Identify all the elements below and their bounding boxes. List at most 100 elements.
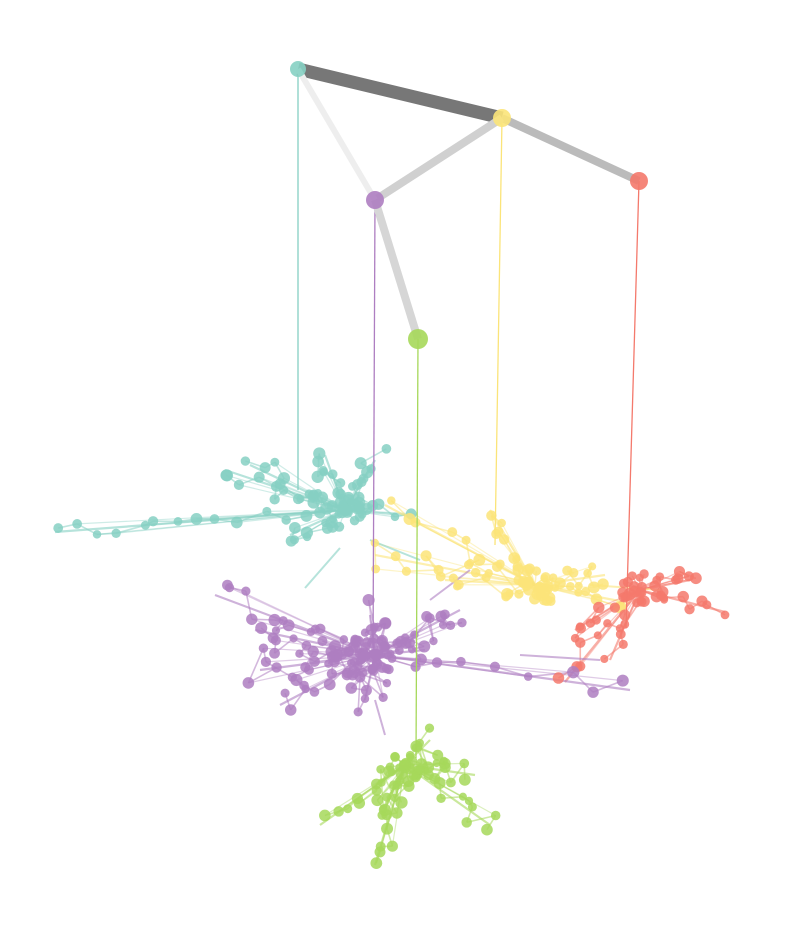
yellow-cluster-edge bbox=[415, 521, 453, 533]
purple-cluster-node bbox=[324, 659, 333, 668]
teal-cluster-node bbox=[308, 489, 319, 499]
red-cluster-node bbox=[659, 593, 668, 602]
teal-cluster-node bbox=[230, 516, 243, 529]
teal-cluster-node bbox=[302, 532, 312, 542]
purple-cluster-node bbox=[353, 707, 363, 717]
yellow-cluster-node bbox=[588, 562, 597, 571]
teal-cluster-edge bbox=[115, 524, 146, 535]
purple-cluster-node bbox=[317, 635, 328, 647]
teal-cluster-node bbox=[53, 523, 64, 533]
yellow-cluster-node bbox=[521, 564, 534, 577]
red-cluster-node bbox=[603, 619, 612, 628]
purple-cluster-node bbox=[289, 634, 298, 643]
green-cluster-node bbox=[377, 778, 386, 787]
teal-cluster-node bbox=[253, 471, 265, 483]
purple-cluster-node bbox=[271, 662, 282, 673]
purple-cluster-node bbox=[301, 684, 310, 694]
purple-red-bridge-edge bbox=[519, 654, 601, 661]
purple-cluster-node bbox=[328, 640, 342, 653]
purple-cluster-node bbox=[246, 613, 258, 625]
yellow-cluster-node bbox=[565, 582, 575, 591]
green-cluster-node bbox=[432, 759, 441, 768]
purple-cluster-edge bbox=[374, 654, 529, 678]
green-cluster-node bbox=[432, 749, 444, 761]
purple-cluster-node bbox=[456, 656, 466, 667]
yellow-cluster-node bbox=[461, 535, 471, 545]
teal-cluster-node bbox=[92, 530, 102, 539]
red-cluster-node bbox=[574, 637, 586, 648]
green-cluster-node bbox=[378, 803, 391, 817]
yellow-cluster-node bbox=[597, 578, 609, 590]
green-cluster-node bbox=[374, 846, 386, 858]
yellow-meta-node bbox=[493, 109, 511, 127]
green-cluster-node bbox=[381, 822, 394, 835]
purple-cluster-node bbox=[260, 656, 272, 668]
purple-cluster-node bbox=[369, 648, 381, 660]
teal-cluster-node bbox=[296, 495, 305, 504]
yellow-cluster-node bbox=[495, 559, 505, 569]
purple-cluster-node bbox=[267, 632, 279, 644]
purple-cluster-node bbox=[407, 645, 417, 654]
green-cluster-node bbox=[424, 723, 435, 733]
purple-cluster-node bbox=[401, 633, 410, 642]
purple-cluster-node bbox=[323, 678, 336, 691]
yellow-cluster-node bbox=[522, 579, 532, 589]
yellow-cluster-node bbox=[587, 581, 600, 594]
purple-cluster-node bbox=[380, 617, 392, 629]
green-cluster-node bbox=[415, 764, 425, 775]
teal-cluster-node bbox=[300, 509, 313, 522]
purple-cluster-node bbox=[255, 621, 268, 634]
green-cluster-node bbox=[406, 752, 415, 761]
yellow-cluster-node bbox=[574, 581, 583, 590]
green-cluster-node bbox=[382, 792, 392, 802]
purple-green-bridge-edge bbox=[374, 699, 386, 736]
purple-cluster-node bbox=[394, 646, 404, 655]
purple-cluster-node bbox=[342, 667, 353, 679]
purple-cluster-node bbox=[362, 594, 375, 607]
yellow-cluster-node bbox=[497, 518, 506, 528]
green-cluster-node bbox=[390, 751, 400, 762]
green-cluster-node bbox=[436, 793, 446, 804]
yellow-cluster-node bbox=[401, 566, 411, 576]
cluster-nodes-layer bbox=[53, 443, 730, 870]
green-cluster-node bbox=[371, 785, 382, 796]
yellow-cluster-node bbox=[452, 581, 462, 591]
purple-cluster-node bbox=[418, 640, 431, 653]
purple-cluster-node bbox=[567, 666, 580, 679]
yellow-cluster-node bbox=[473, 553, 486, 566]
purple-cluster-node bbox=[445, 620, 456, 631]
yellow-cluster-node bbox=[583, 568, 592, 578]
teal-cluster-node bbox=[233, 479, 244, 490]
red-cluster-node bbox=[575, 622, 587, 634]
teal-cluster-node bbox=[335, 478, 346, 488]
purple-cluster-node bbox=[295, 649, 304, 658]
yellow-cluster-edge bbox=[406, 569, 439, 573]
yellow-cluster-node bbox=[433, 564, 444, 575]
teal-cluster-node bbox=[269, 494, 280, 505]
purple-cluster-edge bbox=[494, 665, 529, 678]
red-cluster-node bbox=[650, 590, 663, 603]
green-cluster-node bbox=[490, 810, 501, 821]
yellow-purple-meta-edge bbox=[372, 114, 505, 204]
yellow-cluster-node bbox=[548, 573, 558, 582]
purple-cluster-node bbox=[392, 638, 403, 649]
purple-cluster-node bbox=[290, 673, 303, 687]
green-drop-line bbox=[415, 338, 419, 759]
yellow-cluster-node bbox=[498, 534, 510, 545]
teal-cluster-node bbox=[390, 512, 400, 522]
teal-cluster-node bbox=[347, 482, 357, 491]
purple-meta-node bbox=[366, 191, 384, 209]
green-cluster-node bbox=[386, 840, 398, 852]
yellow-cluster-node bbox=[540, 572, 551, 583]
drop-lines-layer bbox=[297, 69, 640, 759]
yellow-cluster-node bbox=[514, 589, 524, 599]
purple-cluster-node bbox=[241, 586, 251, 596]
yellow-cluster-node bbox=[512, 561, 523, 572]
green-cluster-node bbox=[395, 796, 408, 809]
purple-cluster-edge bbox=[247, 647, 265, 684]
green-cluster-node bbox=[391, 807, 403, 819]
teal-cluster-node bbox=[327, 469, 338, 480]
red-cluster-node bbox=[619, 609, 631, 621]
